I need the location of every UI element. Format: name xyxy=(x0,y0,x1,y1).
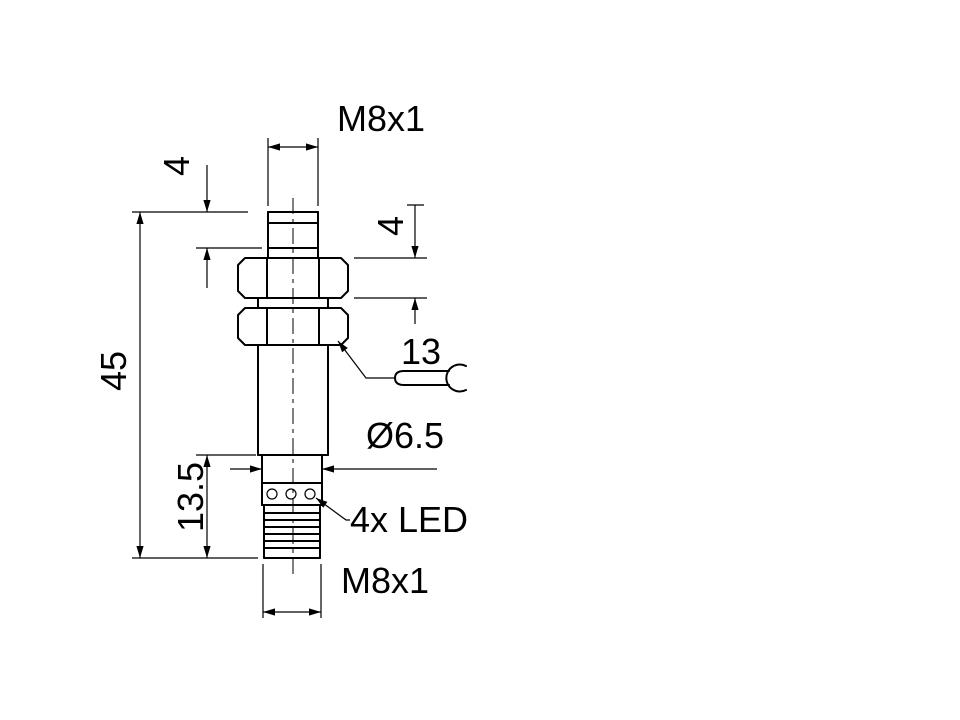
label-thread-top: M8x1 xyxy=(337,98,425,139)
led-band xyxy=(261,482,323,506)
sensor-body xyxy=(237,211,349,559)
led-window xyxy=(285,488,297,500)
nut-gap xyxy=(257,297,329,309)
label-tip-length: 4 xyxy=(156,156,197,176)
label-led: 4x LED xyxy=(350,499,468,540)
wrench-icon xyxy=(394,363,467,393)
hex-nut-upper xyxy=(237,257,349,299)
dim-overall-length xyxy=(132,212,258,559)
connector-thread xyxy=(263,504,321,559)
neck xyxy=(261,454,323,484)
dim-diameter xyxy=(230,465,437,473)
label-wrench-size: 13 xyxy=(401,331,441,372)
dim-tip-length xyxy=(132,165,262,288)
label-nut-height: 4 xyxy=(370,216,411,236)
label-diameter: Ø6.5 xyxy=(366,415,444,456)
hex-nut-lower xyxy=(237,307,349,346)
barrel xyxy=(257,344,329,456)
led-callout xyxy=(315,497,350,521)
wrench-size-callout xyxy=(337,340,467,393)
label-thread-bottom: M8x1 xyxy=(341,560,429,601)
top-thread-section xyxy=(267,211,319,259)
dim-thread-bottom xyxy=(262,564,322,618)
label-overall-length: 45 xyxy=(93,351,134,391)
led-window xyxy=(266,488,278,500)
dim-nut-height xyxy=(354,204,427,324)
led-window xyxy=(304,488,316,500)
dim-thread-top xyxy=(267,138,319,206)
dim-lower-length xyxy=(196,454,256,558)
label-lower-length: 13.5 xyxy=(170,462,211,532)
